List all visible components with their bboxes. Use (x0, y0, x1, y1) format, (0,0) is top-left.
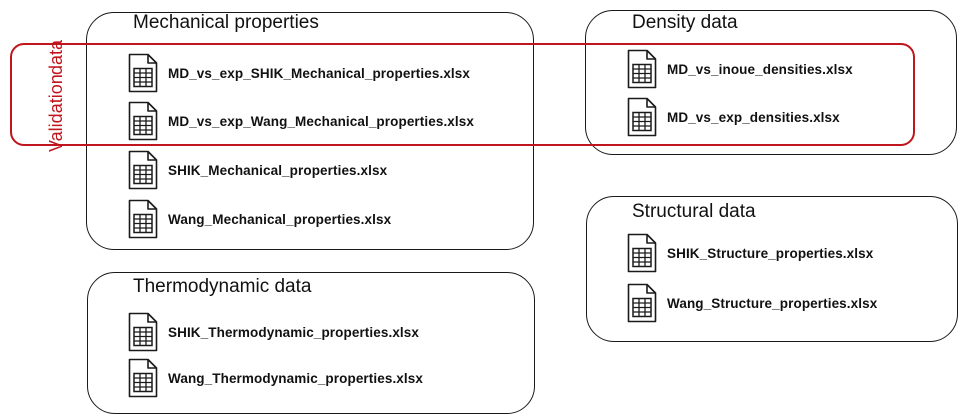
file-item-md-vs-exp-densities[interactable]: MD_vs_exp_densities.xlsx (627, 97, 840, 137)
file-name: SHIK_Mechanical_properties.xlsx (168, 162, 388, 178)
structural-data-title: Structural data (632, 201, 756, 222)
file-item-shik-structure[interactable]: SHIK_Structure_properties.xlsx (627, 233, 873, 273)
structural-data-group (586, 196, 958, 342)
file-name: MD_vs_exp_Wang_Mechanical_properties.xls… (168, 113, 474, 129)
thermodynamic-data-title: Thermodynamic data (133, 276, 312, 297)
spreadsheet-file-icon (128, 358, 158, 398)
file-item-md-vs-exp-shik-mechanical[interactable]: MD_vs_exp_SHIK_Mechanical_properties.xls… (128, 53, 470, 93)
spreadsheet-file-icon (627, 97, 657, 137)
spreadsheet-file-icon (128, 101, 158, 141)
file-name: Wang_Mechanical_properties.xlsx (168, 211, 392, 227)
file-item-wang-structure[interactable]: Wang_Structure_properties.xlsx (627, 283, 877, 323)
spreadsheet-file-icon (128, 199, 158, 239)
file-name: MD_vs_inoue_densities.xlsx (667, 61, 853, 77)
spreadsheet-file-icon (128, 150, 158, 190)
file-item-md-vs-exp-wang-mechanical[interactable]: MD_vs_exp_Wang_Mechanical_properties.xls… (128, 101, 474, 141)
file-item-wang-thermodynamic[interactable]: Wang_Thermodynamic_properties.xlsx (128, 358, 423, 398)
file-name: Wang_Thermodynamic_properties.xlsx (168, 370, 423, 386)
file-item-shik-mechanical[interactable]: SHIK_Mechanical_properties.xlsx (128, 150, 387, 190)
file-item-shik-thermodynamic[interactable]: SHIK_Thermodynamic_properties.xlsx (128, 312, 419, 352)
density-data-title: Density data (632, 12, 738, 33)
file-name: MD_vs_exp_densities.xlsx (667, 109, 840, 125)
density-data-group (585, 10, 957, 155)
spreadsheet-file-icon (128, 53, 158, 93)
file-name: MD_vs_exp_SHIK_Mechanical_properties.xls… (168, 65, 470, 81)
file-item-md-vs-inoue-densities[interactable]: MD_vs_inoue_densities.xlsx (627, 49, 853, 89)
validation-label-line2: data (46, 39, 66, 75)
mechanical-properties-title: Mechanical properties (133, 12, 319, 33)
file-item-wang-mechanical[interactable]: Wang_Mechanical_properties.xlsx (128, 199, 391, 239)
spreadsheet-file-icon (627, 233, 657, 273)
validation-data-label: Validation data (26, 40, 86, 153)
spreadsheet-file-icon (627, 283, 657, 323)
file-name: SHIK_Structure_properties.xlsx (667, 245, 874, 261)
thermodynamic-data-group (87, 272, 535, 414)
file-name: Wang_Structure_properties.xlsx (667, 295, 878, 311)
spreadsheet-file-icon (627, 49, 657, 89)
file-name: SHIK_Thermodynamic_properties.xlsx (168, 324, 419, 340)
spreadsheet-file-icon (128, 312, 158, 352)
mechanical-properties-group (86, 12, 534, 250)
validation-label-line1: Validation (46, 74, 66, 153)
